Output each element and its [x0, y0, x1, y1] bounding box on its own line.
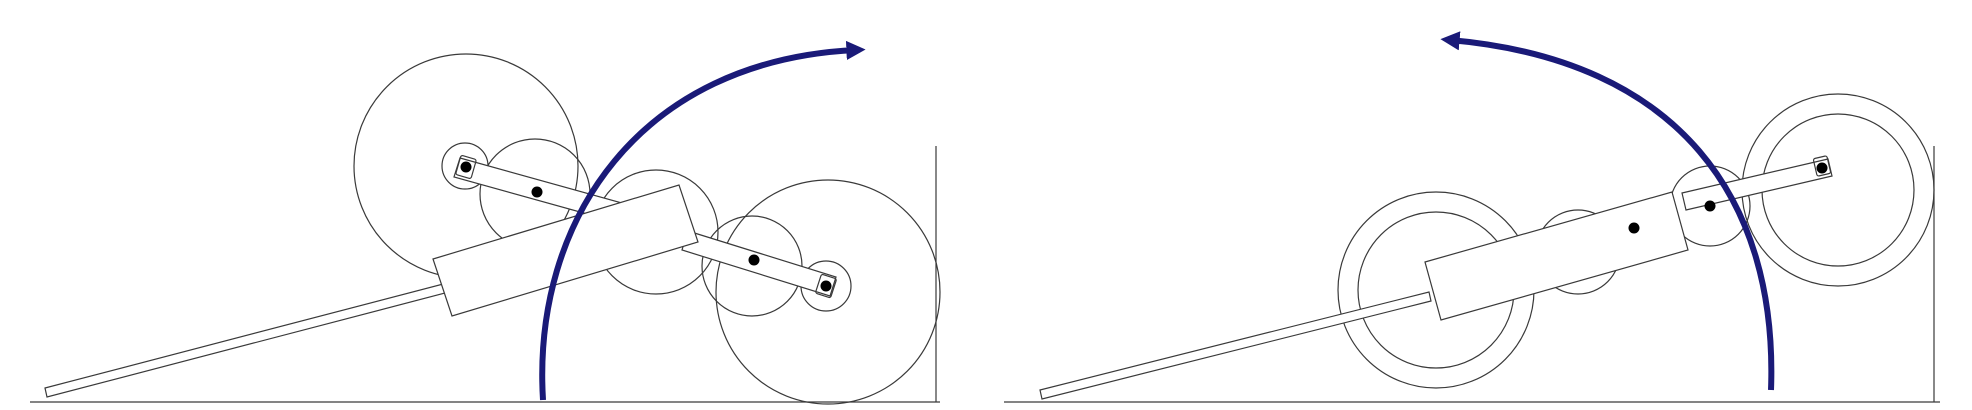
pivot-pin: [1816, 162, 1828, 174]
right-panel: [1004, 31, 1940, 403]
housing-block: [1424, 191, 1689, 321]
pivot-pin: [748, 254, 760, 266]
pivot-pin: [1628, 222, 1640, 234]
pivot-pin: [1704, 200, 1716, 212]
curved-arrow-left-icon: [1440, 31, 1775, 391]
lower-wheel-circle: [715, 179, 941, 405]
upper-link: [1681, 158, 1833, 211]
long-rod: [1039, 291, 1432, 400]
curved-arrow-right-icon: [539, 40, 866, 401]
lower-link: [681, 230, 837, 297]
pivot-pin: [460, 161, 472, 173]
long-rod: [44, 282, 450, 398]
left-panel: [30, 40, 941, 405]
pivot-pin: [820, 280, 832, 292]
lower-link-end: [815, 273, 837, 299]
right-link-end: [1812, 155, 1832, 177]
pivot-pin: [531, 186, 543, 198]
upper-link-end: [455, 155, 477, 179]
right-wheel-inner: [1761, 113, 1915, 267]
